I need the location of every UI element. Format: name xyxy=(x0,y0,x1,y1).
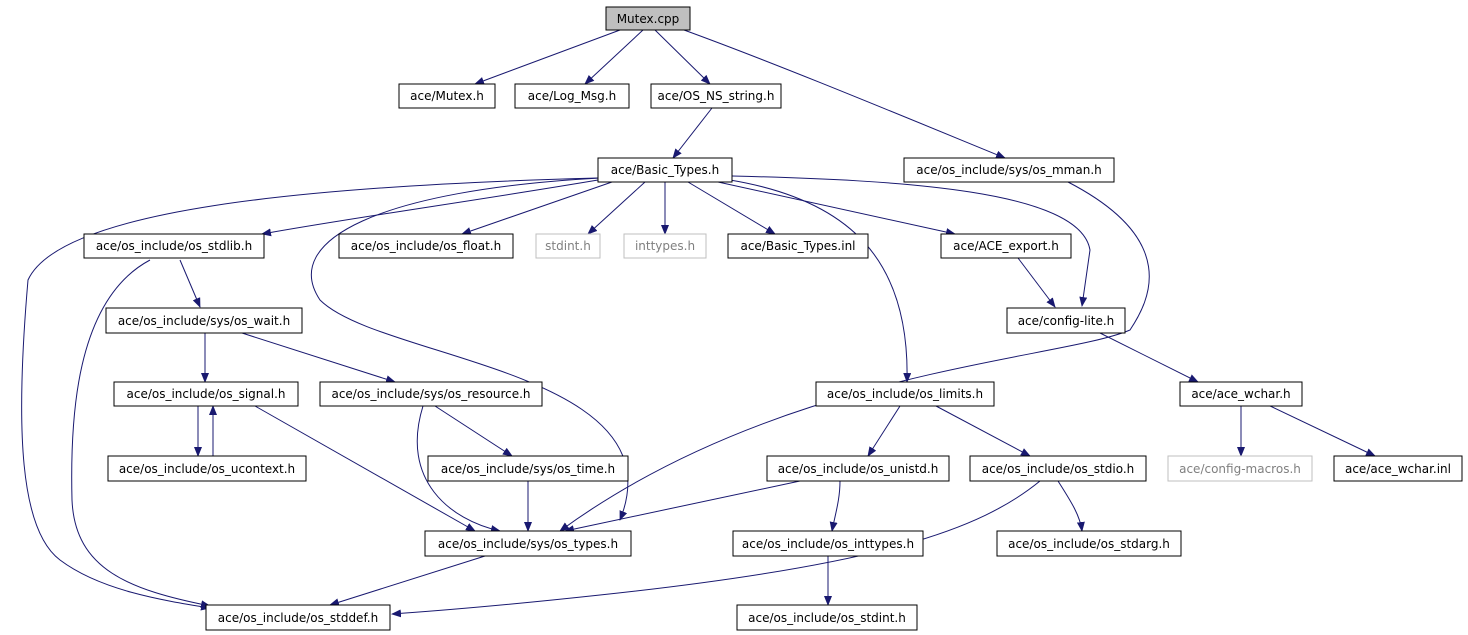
node-os-inttypes-h[interactable]: ace/os_include/os_inttypes.h xyxy=(732,530,924,557)
node-os-limits-h[interactable]: ace/os_include/os_limits.h xyxy=(815,381,995,407)
svg-text:ace/os_include/sys/os_resource: ace/os_include/sys/os_resource.h xyxy=(331,387,530,401)
node-mutex-h[interactable]: ace/Mutex.h xyxy=(398,83,496,109)
edge-os-unistd-to-os-types xyxy=(564,480,801,534)
edge-basic-types-to-os-float xyxy=(461,181,613,235)
node-os-float-h[interactable]: ace/os_include/os_float.h xyxy=(338,233,514,259)
svg-text:ace/ace_wchar.h: ace/ace_wchar.h xyxy=(1191,387,1290,401)
svg-text:ace/os_include/os_inttypes.h: ace/os_include/os_inttypes.h xyxy=(742,537,914,551)
svg-text:ace/Mutex.h: ace/Mutex.h xyxy=(410,89,484,103)
edge-os-stdio-to-os-stdarg xyxy=(1057,480,1085,532)
svg-text:ace/os_include/os_float.h: ace/os_include/os_float.h xyxy=(351,239,501,253)
edge-mutex-cpp-to-os-mman-h xyxy=(683,29,1006,159)
svg-text:ace/os_include/sys/os_wait.h: ace/os_include/sys/os_wait.h xyxy=(118,314,290,328)
edge-mutex-cpp-to-os-ns-string-h xyxy=(654,29,711,85)
svg-text:ace/os_include/os_signal.h: ace/os_include/os_signal.h xyxy=(127,387,286,401)
node-basic-types-h[interactable]: ace/Basic_Types.h xyxy=(597,157,733,183)
edge-os-mman-to-os-types xyxy=(559,181,1150,532)
node-stdint-h[interactable]: stdint.h xyxy=(535,233,601,259)
node-config-macros-h[interactable]: ace/config-macros.h xyxy=(1167,455,1313,482)
svg-text:ace/os_include/os_stdarg.h: ace/os_include/os_stdarg.h xyxy=(1008,537,1170,551)
svg-text:ace/os_include/os_stdlib.h: ace/os_include/os_stdlib.h xyxy=(96,239,252,253)
svg-text:ace/ACE_export.h: ace/ACE_export.h xyxy=(953,239,1059,253)
edge-os-resource-to-os-types xyxy=(416,405,501,533)
edge-basic-types-to-config-lite xyxy=(731,175,1091,307)
node-os-stdarg-h[interactable]: ace/os_include/os_stdarg.h xyxy=(996,530,1182,557)
svg-text:inttypes.h: inttypes.h xyxy=(635,239,695,253)
node-ace-export-h[interactable]: ace/ACE_export.h xyxy=(940,233,1072,259)
svg-text:ace/OS_NS_string.h: ace/OS_NS_string.h xyxy=(658,89,775,103)
node-os-ns-string-h[interactable]: ace/OS_NS_string.h xyxy=(650,83,782,109)
edge-os-stdlib-to-os-stddef xyxy=(71,259,211,609)
edge-os-limits-to-os-unistd xyxy=(867,405,901,457)
edge-basic-types-to-os-limits xyxy=(729,179,912,383)
svg-text:stdint.h: stdint.h xyxy=(545,239,591,253)
node-os-time-h[interactable]: ace/os_include/sys/os_time.h xyxy=(427,455,629,482)
svg-text:ace/os_include/sys/os_mman.h: ace/os_include/sys/os_mman.h xyxy=(916,163,1102,177)
node-os-stdint-h[interactable]: ace/os_include/os_stdint.h xyxy=(736,604,918,631)
edge-basic-types-to-os-stddef xyxy=(21,177,599,611)
edge-os-signal-to-os-types xyxy=(254,405,476,532)
node-os-types-h[interactable]: ace/os_include/sys/os_types.h xyxy=(424,530,632,557)
svg-text:ace/Log_Msg.h: ace/Log_Msg.h xyxy=(528,89,616,103)
node-inttypes-h[interactable]: inttypes.h xyxy=(623,233,707,259)
edge-basic-types-to-ace-export xyxy=(717,181,956,236)
edge-config-lite-to-ace-wchar xyxy=(1099,332,1199,383)
node-os-resource-h[interactable]: ace/os_include/sys/os_resource.h xyxy=(319,381,543,407)
node-os-ucontext-h[interactable]: ace/os_include/os_ucontext.h xyxy=(107,455,307,482)
node-mutex-cpp[interactable]: Mutex.cpp xyxy=(605,6,691,31)
svg-text:ace/os_include/sys/os_types.h: ace/os_include/sys/os_types.h xyxy=(438,537,618,551)
svg-text:ace/config-macros.h: ace/config-macros.h xyxy=(1179,462,1301,476)
node-os-stdio-h[interactable]: ace/os_include/os_stdio.h xyxy=(969,455,1147,482)
edge-os-unistd-to-os-inttypes xyxy=(829,480,841,532)
node-os-stddef-h[interactable]: ace/os_include/os_stddef.h xyxy=(205,604,391,631)
svg-text:ace/os_include/os_limits.h: ace/os_include/os_limits.h xyxy=(827,387,983,401)
edge-os-stdlib-to-os-wait xyxy=(179,259,201,308)
svg-text:ace/os_include/sys/os_time.h: ace/os_include/sys/os_time.h xyxy=(441,462,615,476)
node-config-lite-h[interactable]: ace/config-lite.h xyxy=(1006,307,1126,334)
edge-os-types-to-os-stddef xyxy=(329,555,486,607)
node-ace-wchar-inl[interactable]: ace/ace_wchar.inl xyxy=(1333,455,1463,482)
node-os-wait-h[interactable]: ace/os_include/sys/os_wait.h xyxy=(105,307,303,334)
svg-text:ace/Basic_Types.h: ace/Basic_Types.h xyxy=(611,163,719,177)
svg-text:Mutex.cpp: Mutex.cpp xyxy=(617,12,680,26)
edge-os-resource-to-os-time xyxy=(434,405,513,457)
node-basic-types-inl[interactable]: ace/Basic_Types.inl xyxy=(727,233,869,259)
edge-os-stdio-to-os-stddef xyxy=(391,480,1041,618)
node-os-signal-h[interactable]: ace/os_include/os_signal.h xyxy=(113,381,299,407)
edge-mutex-cpp-to-mutex-h xyxy=(474,29,621,85)
svg-text:ace/config-lite.h: ace/config-lite.h xyxy=(1018,314,1115,328)
svg-text:ace/os_include/os_unistd.h: ace/os_include/os_unistd.h xyxy=(778,462,939,476)
edge-os-ns-string-to-basic-types xyxy=(672,107,713,159)
svg-text:ace/Basic_Types.inl: ace/Basic_Types.inl xyxy=(740,239,855,253)
svg-text:ace/os_include/os_stddef.h: ace/os_include/os_stddef.h xyxy=(218,611,378,625)
edge-basic-types-to-basic-types-inl xyxy=(687,181,776,235)
edge-basic-types-to-stdint xyxy=(587,181,646,235)
edge-ace-wchar-to-ace-wchar-inl xyxy=(1269,405,1376,457)
edge-os-limits-to-os-stdio xyxy=(935,405,1031,457)
svg-text:ace/os_include/os_stdint.h: ace/os_include/os_stdint.h xyxy=(748,611,906,625)
node-os-stdlib-h[interactable]: ace/os_include/os_stdlib.h xyxy=(83,233,265,259)
edge-ace-export-to-config-lite xyxy=(1017,257,1056,308)
edge-os-wait-to-os-resource xyxy=(241,332,396,384)
node-os-unistd-h[interactable]: ace/os_include/os_unistd.h xyxy=(766,455,950,482)
edge-basic-types-to-os-stdlib xyxy=(261,179,599,237)
svg-text:ace/os_include/os_ucontext.h: ace/os_include/os_ucontext.h xyxy=(119,462,295,476)
svg-text:ace/ace_wchar.inl: ace/ace_wchar.inl xyxy=(1345,462,1451,476)
node-log-msg-h[interactable]: ace/Log_Msg.h xyxy=(514,83,630,109)
node-ace-wchar-h[interactable]: ace/ace_wchar.h xyxy=(1179,381,1303,407)
edge-mutex-cpp-to-log-msg-h xyxy=(584,29,644,85)
edge-basic-types-to-os-types xyxy=(310,177,629,521)
svg-text:ace/os_include/os_stdio.h: ace/os_include/os_stdio.h xyxy=(982,462,1135,476)
node-os-mman-h[interactable]: ace/os_include/sys/os_mman.h xyxy=(903,157,1115,183)
